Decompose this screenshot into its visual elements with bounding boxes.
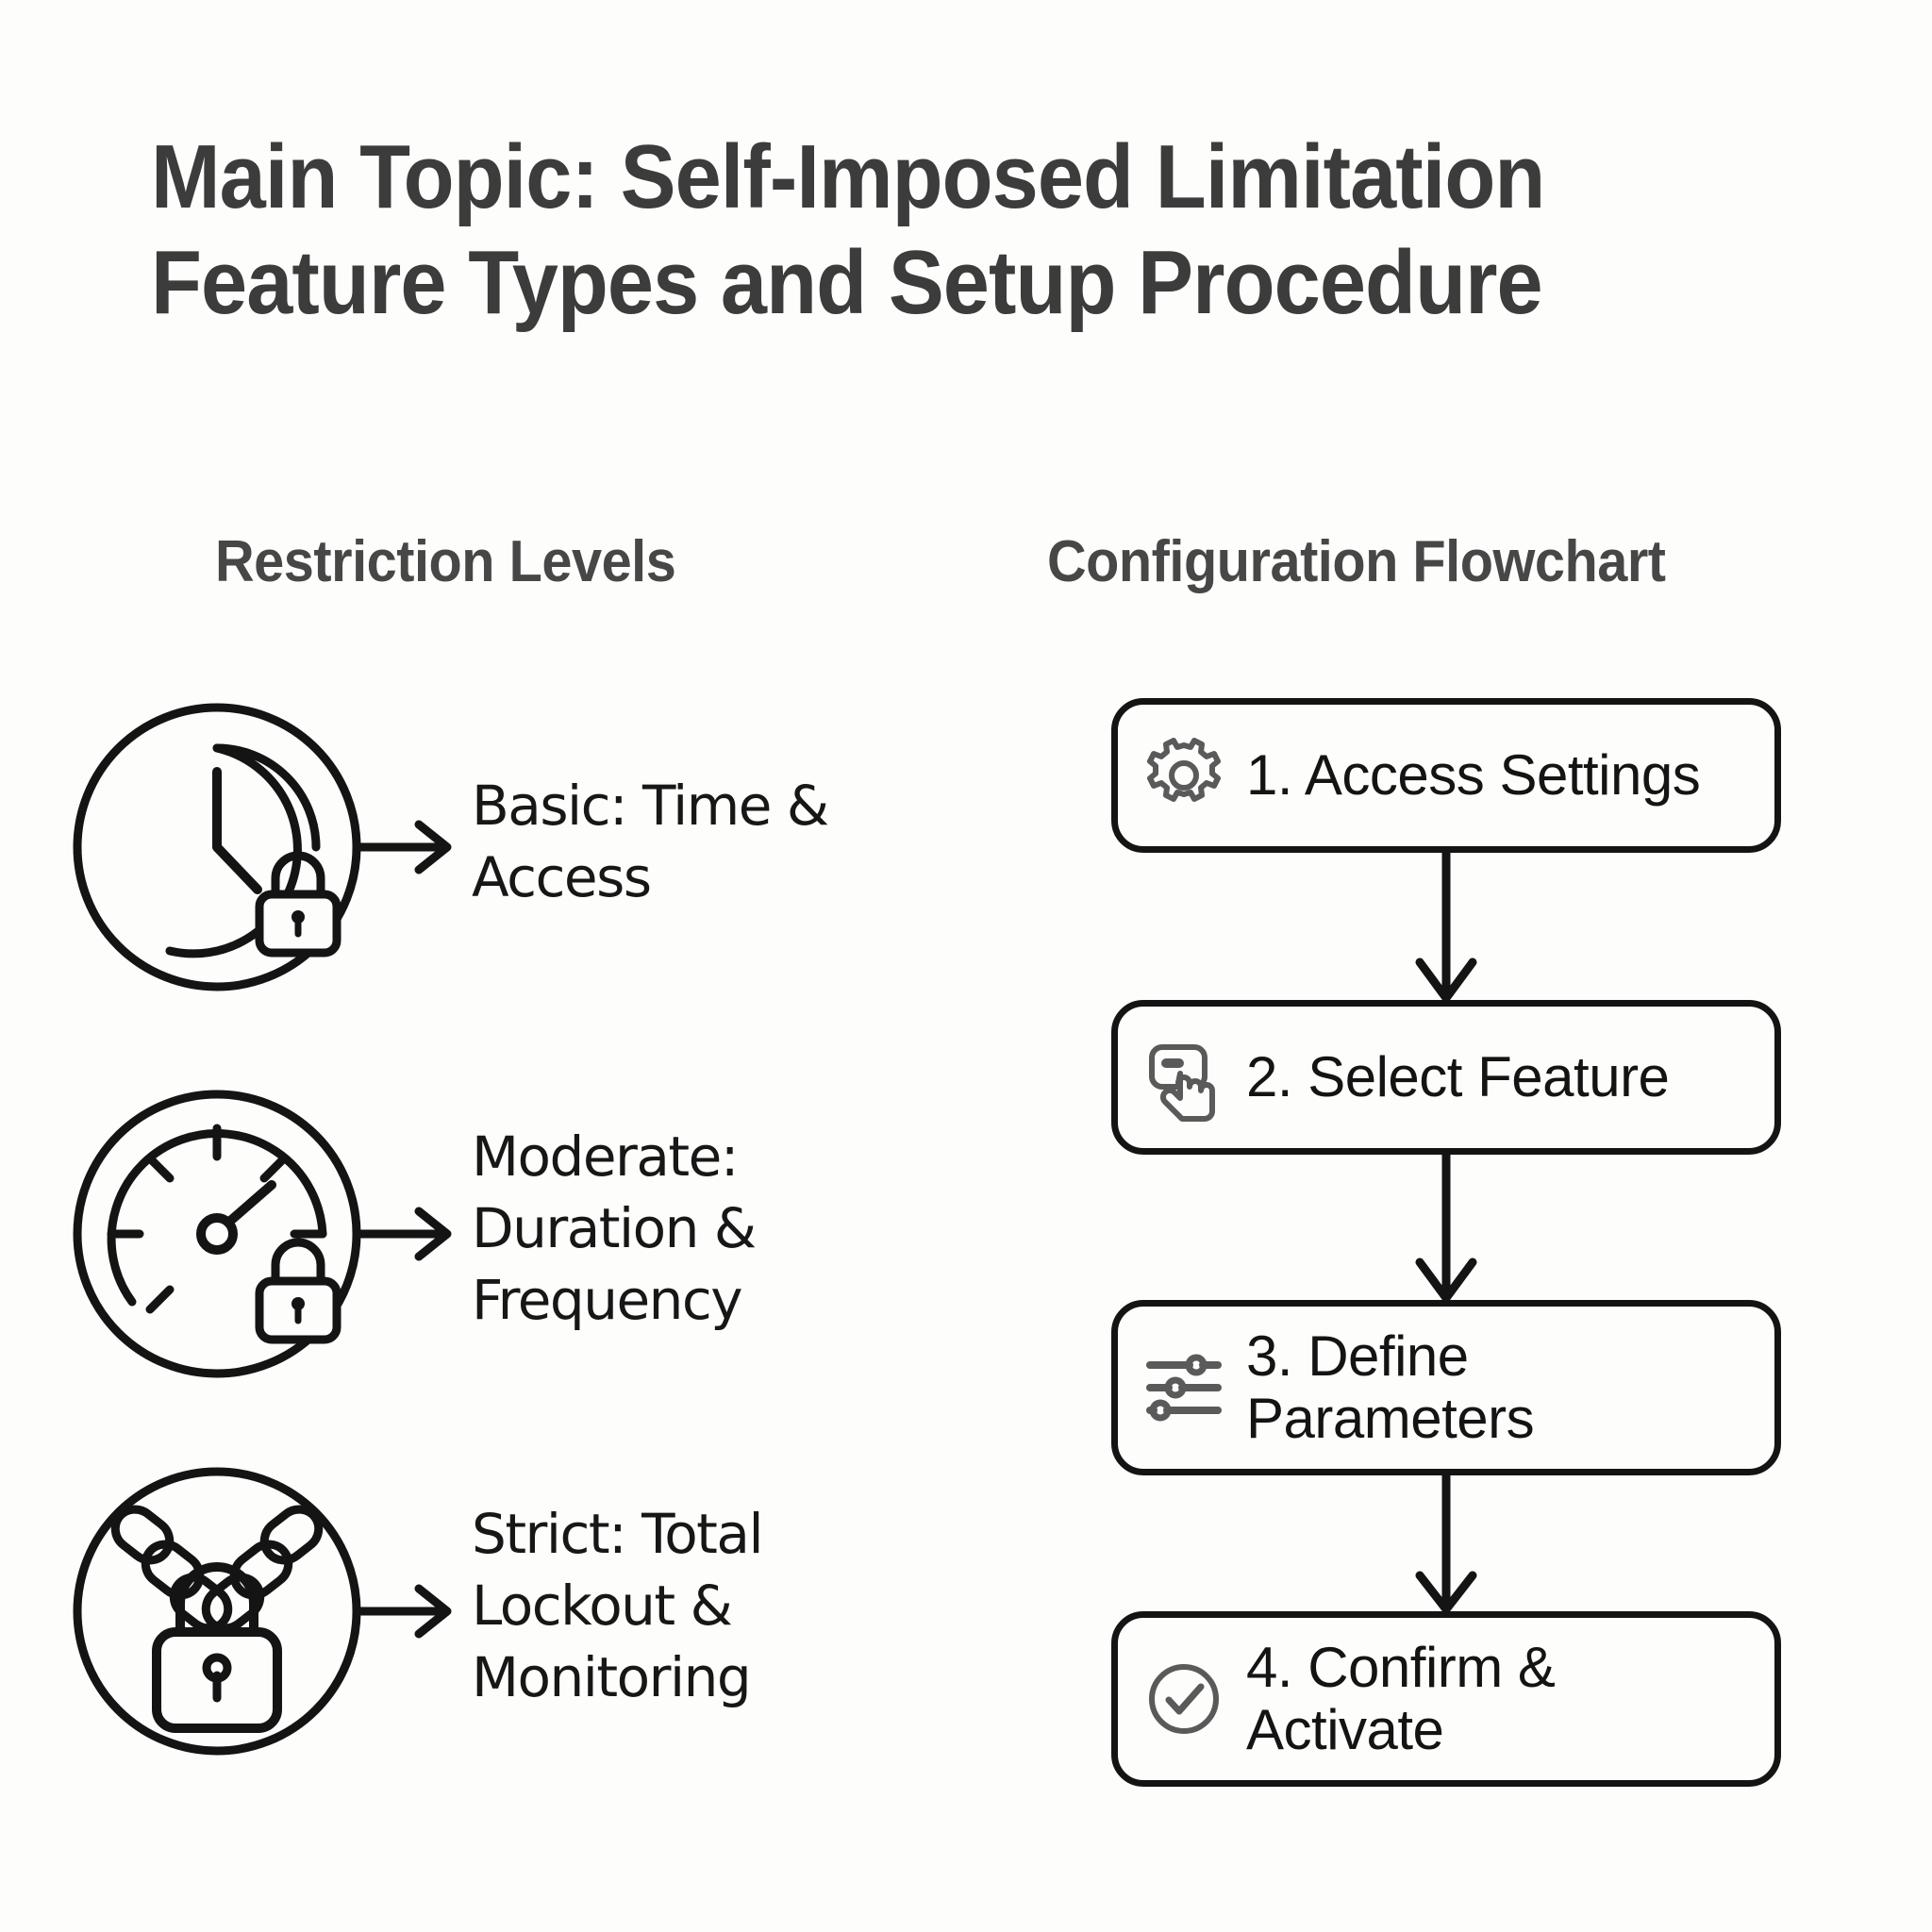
flow-step-label-line-1: 3. Define	[1246, 1324, 1469, 1388]
restriction-level-row: Strict: Total Lockout & Monitoring	[66, 1460, 915, 1762]
padlock-glyph	[255, 1238, 341, 1344]
level-arrow-icon	[357, 820, 452, 874]
flow-step-label-line-2: Activate	[1246, 1698, 1444, 1761]
level-label-line-1: Strict: Total	[472, 1502, 764, 1566]
check-circle-icon	[1149, 1664, 1219, 1734]
flow-step-label-line-1: 4. Confirm &	[1246, 1636, 1556, 1699]
configuration-flowchart: 1. Access Settings 2. Select Feature	[1111, 698, 1800, 1811]
level-arrow-icon	[357, 1584, 452, 1639]
page-title-line-1: Main Topic: Self-Imposed Limitation	[151, 126, 1545, 227]
gauge-lock-icon	[73, 1090, 361, 1378]
page-title-line-2: Feature Types and Setup Procedure	[151, 232, 1543, 333]
flow-connector-arrow	[1415, 1151, 1477, 1303]
flow-step-select-feature[interactable]: 2. Select Feature	[1111, 1000, 1781, 1155]
padlock-glyph	[255, 851, 341, 958]
chain-padlock-icon	[73, 1467, 361, 1756]
restriction-level-row: Moderate: Duration & Frequency	[66, 1083, 915, 1385]
flow-step-confirm-activate[interactable]: 4. Confirm & Activate	[1111, 1611, 1781, 1787]
flow-step-label: 2. Select Feature	[1246, 1045, 1670, 1108]
flow-step-label: 1. Access Settings	[1246, 743, 1701, 807]
clock-lock-icon	[73, 703, 361, 991]
restriction-levels-heading: Restriction Levels	[215, 529, 676, 594]
restriction-level-row: Basic: Time & Access	[66, 696, 915, 998]
flow-connector-arrow	[1415, 849, 1477, 1003]
level-label-line-3: Monitoring	[472, 1645, 752, 1709]
flow-step-label-line-1: 1. Access Settings	[1246, 743, 1701, 807]
restriction-level-label: Strict: Total Lockout & Monitoring	[472, 1498, 915, 1713]
chain-links-glyph	[110, 1505, 324, 1633]
flow-step-access-settings[interactable]: 1. Access Settings	[1111, 698, 1781, 853]
level-label-line-2: Duration &	[472, 1196, 757, 1260]
tap-hand-icon	[1149, 1044, 1215, 1122]
restriction-level-label: Basic: Time & Access	[472, 770, 915, 913]
flow-step-label-line-2: Parameters	[1246, 1387, 1535, 1450]
restriction-level-label: Moderate: Duration & Frequency	[472, 1121, 915, 1336]
configuration-flowchart-heading: Configuration Flowchart	[1047, 529, 1666, 594]
flow-connector-arrow	[1415, 1472, 1477, 1614]
level-label-line-2: Lockout &	[472, 1574, 733, 1638]
gear-icon	[1147, 738, 1221, 802]
padlock-glyph	[152, 1562, 282, 1733]
flow-step-label: 3. Define Parameters	[1246, 1324, 1535, 1450]
level-label-line-2: Access	[472, 845, 652, 909]
sliders-icon	[1146, 1354, 1222, 1422]
flow-step-label-line-1: 2. Select Feature	[1246, 1045, 1670, 1108]
level-label-line-1: Basic: Time &	[472, 774, 829, 838]
flow-step-label: 4. Confirm & Activate	[1246, 1636, 1556, 1761]
page-title: Main Topic: Self-Imposed Limitation Feat…	[151, 125, 1811, 336]
level-label-line-1: Moderate:	[472, 1124, 739, 1189]
level-label-line-3: Frequency	[472, 1268, 743, 1332]
flow-step-define-parameters[interactable]: 3. Define Parameters	[1111, 1300, 1781, 1475]
level-arrow-icon	[357, 1207, 452, 1261]
